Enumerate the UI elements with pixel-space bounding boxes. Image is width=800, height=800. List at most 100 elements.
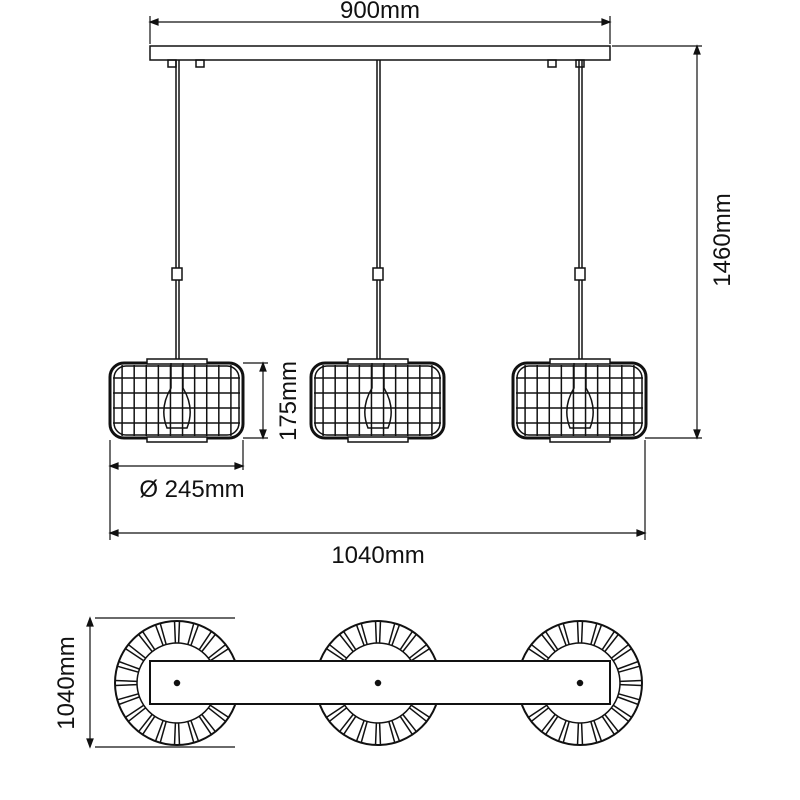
shade-top-ring (146, 358, 208, 365)
shade-rib (117, 665, 139, 673)
shade-rib (190, 720, 200, 742)
shade-rib (360, 721, 368, 743)
shade-rib (326, 647, 346, 662)
shade-rib (544, 715, 559, 735)
canopy (149, 45, 611, 61)
shade-bottom-ring (549, 436, 611, 443)
shade-rib (530, 643, 550, 659)
shade-rib (540, 633, 556, 653)
shade-rib (355, 720, 365, 742)
shade-rib (338, 713, 354, 733)
shade-rib (190, 624, 200, 646)
total-width-label: 1040mm (331, 542, 424, 569)
shade-rib (604, 713, 620, 733)
shade-rib (187, 721, 195, 743)
shade-rib (207, 707, 227, 723)
shade-rib (198, 715, 213, 735)
shade-diameter-label: Ø 245mm (139, 476, 244, 503)
shade-rib (580, 722, 584, 745)
dimension-arrow (259, 361, 267, 372)
shade-rib (580, 621, 584, 644)
shade-rib (601, 715, 616, 735)
cord-connector (171, 267, 183, 281)
canopy-width-label: 900mm (340, 0, 420, 24)
shade-rib (173, 722, 177, 745)
shade-rib (610, 707, 630, 723)
dimension-lines (86, 16, 702, 749)
shade-rib (115, 683, 138, 687)
canopy-fixing (167, 59, 177, 68)
shade-inner (516, 365, 643, 436)
shade-inner (113, 365, 240, 436)
shade-rib (209, 647, 229, 662)
shade-rib (544, 631, 559, 651)
shade-rib (141, 715, 156, 735)
top-view-depth-label: 1040mm (53, 636, 80, 729)
canopy-fixing (547, 59, 557, 68)
top-view (114, 620, 643, 746)
shade-rib (618, 693, 640, 701)
shade-rib (374, 621, 378, 644)
dimension-arrow (636, 529, 647, 537)
dimension-arrow (234, 462, 245, 470)
dimension-arrow (601, 18, 612, 26)
shade-rib (391, 720, 401, 742)
dimension-arrow (693, 44, 701, 55)
shade-rib (562, 623, 570, 645)
shade-rib (610, 643, 630, 659)
shade-bottom-ring (347, 436, 409, 443)
shade-rib (617, 660, 639, 670)
shade-rib (342, 631, 357, 651)
pendant-1 (108, 60, 245, 443)
dimension-arrow (148, 18, 159, 26)
shade-rib (342, 715, 357, 735)
pendant-2 (309, 60, 446, 443)
shade-rib (576, 722, 580, 745)
shade-rib (118, 660, 140, 670)
shade-rib (125, 704, 145, 719)
shade-rib (408, 643, 428, 659)
shade-rib (173, 621, 177, 644)
mount-point (374, 679, 382, 687)
shade-rib (557, 624, 567, 646)
shade-rib (326, 704, 346, 719)
shade-rib (137, 633, 153, 653)
pendant-3 (511, 60, 648, 443)
shade-rib (378, 722, 382, 745)
shade-rib (612, 647, 632, 662)
shade-rib (201, 633, 217, 653)
bulb (163, 363, 191, 429)
shade-rib (410, 704, 430, 719)
shade-rib (117, 693, 139, 701)
shade-rib (154, 624, 164, 646)
shade-rib (115, 679, 138, 683)
total-height-label: 1460mm (709, 193, 736, 286)
shade-rib (355, 624, 365, 646)
shade-rib (402, 713, 418, 733)
shade-rib (619, 683, 642, 687)
shade-rib (360, 623, 368, 645)
shade-rib (604, 633, 620, 653)
shade-rib (159, 721, 167, 743)
shade-rib (154, 720, 164, 742)
shade-rib (125, 647, 145, 662)
shade-rib (528, 704, 548, 719)
shade-rib (590, 623, 598, 645)
shade-rib (601, 631, 616, 651)
cord-connector (372, 267, 384, 281)
dimension-arrow (259, 429, 267, 440)
top-shade-3 (517, 620, 643, 746)
shade-bottom-ring (146, 436, 208, 443)
shade-outline (108, 361, 245, 440)
shade-rib (187, 623, 195, 645)
shade-rib (328, 643, 348, 659)
shade-rib (399, 715, 414, 735)
shade-rib (410, 647, 430, 662)
shade-rib (388, 623, 396, 645)
shade-rib (141, 631, 156, 651)
shade-rib (530, 707, 550, 723)
front-view (108, 45, 648, 443)
shade-rib (378, 621, 382, 644)
shade-rib (177, 722, 181, 745)
